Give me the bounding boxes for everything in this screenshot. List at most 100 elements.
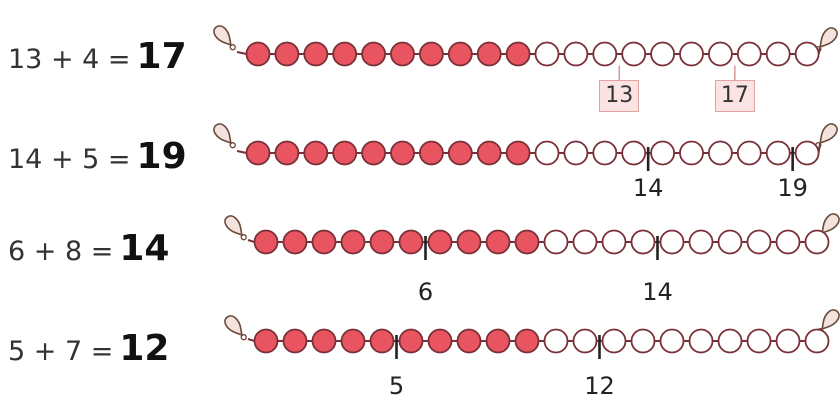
bead-filled bbox=[514, 328, 540, 354]
bead-empty bbox=[765, 41, 791, 67]
bead-empty bbox=[630, 229, 656, 255]
bead-filled bbox=[476, 140, 502, 166]
equation-answer: 14 bbox=[119, 228, 170, 269]
bead-empty bbox=[572, 328, 598, 354]
equation-expression: 14 + 5 = bbox=[8, 144, 131, 175]
bead-empty bbox=[688, 229, 714, 255]
bead-empty bbox=[775, 229, 801, 255]
exercise-row-2: 14 + 5 =19 14 19 bbox=[0, 100, 840, 202]
bead-empty bbox=[804, 229, 830, 255]
equation-answer: 12 bbox=[119, 328, 170, 369]
left-clasp-icon bbox=[213, 25, 236, 51]
equation: 13 + 4 =17 bbox=[8, 36, 187, 77]
bead-filled bbox=[514, 229, 540, 255]
string-left bbox=[247, 239, 255, 243]
bead-empty bbox=[804, 328, 830, 354]
bead-filled bbox=[390, 140, 415, 166]
bead-filled bbox=[476, 41, 502, 67]
bead-empty bbox=[746, 328, 772, 354]
bead-empty bbox=[650, 41, 675, 67]
bead-filled bbox=[447, 140, 473, 166]
bead-empty bbox=[765, 140, 791, 166]
bead-filled bbox=[505, 140, 531, 166]
left-clasp-icon bbox=[224, 215, 247, 241]
bead-filled bbox=[456, 328, 482, 354]
bead-filled bbox=[311, 328, 337, 354]
bead-filled bbox=[245, 41, 271, 67]
bead-filled bbox=[427, 229, 453, 255]
exercise-row-1: 13 + 4 =17 13 17 bbox=[0, 0, 840, 112]
equation-answer: 17 bbox=[136, 36, 187, 77]
bead-empty bbox=[543, 229, 569, 255]
bead-filled bbox=[311, 229, 337, 255]
equation-expression: 6 + 8 = bbox=[8, 236, 114, 267]
bead-filled bbox=[485, 229, 511, 255]
bead-empty bbox=[534, 140, 560, 166]
marker-label: 14 bbox=[632, 174, 664, 202]
bead-filled bbox=[303, 140, 329, 166]
bead-filled bbox=[398, 229, 424, 255]
bead-filled bbox=[253, 328, 279, 354]
bead-empty bbox=[601, 229, 627, 255]
bead-filled bbox=[398, 328, 424, 354]
bead-filled bbox=[447, 41, 473, 67]
bead-filled bbox=[361, 140, 387, 166]
bead-string bbox=[224, 213, 840, 260]
bead-filled bbox=[427, 328, 453, 354]
bead-filled bbox=[282, 328, 308, 354]
bead-empty bbox=[621, 140, 647, 166]
bead-empty bbox=[543, 328, 569, 354]
left-clasp-icon bbox=[213, 123, 236, 149]
bead-string bbox=[213, 25, 838, 80]
bead-empty bbox=[688, 328, 714, 354]
marker-label: 14 bbox=[642, 278, 673, 306]
marker-label: 13 bbox=[599, 80, 640, 112]
bead-empty bbox=[679, 41, 704, 67]
bead-filled bbox=[274, 41, 300, 67]
bead-empty bbox=[717, 328, 743, 354]
bead-empty bbox=[708, 140, 733, 166]
clasp-ring bbox=[240, 333, 247, 341]
marker-label: 6 bbox=[417, 278, 434, 306]
bead-filled bbox=[274, 140, 300, 166]
bead-empty bbox=[563, 41, 589, 67]
string-left bbox=[236, 51, 247, 55]
bead-filled bbox=[418, 140, 444, 166]
bead-filled bbox=[340, 229, 366, 255]
bead-empty bbox=[659, 328, 685, 354]
marker-label: 19 bbox=[777, 174, 808, 202]
bead-filled bbox=[369, 229, 395, 255]
equation-expression: 13 + 4 = bbox=[8, 44, 131, 75]
bead-empty bbox=[775, 328, 801, 354]
marker-label: 12 bbox=[584, 372, 615, 400]
bead-filled bbox=[303, 41, 329, 67]
string-left bbox=[236, 150, 247, 154]
bead-empty bbox=[650, 140, 675, 166]
bead-filled bbox=[390, 41, 415, 67]
bead-empty bbox=[601, 328, 627, 354]
left-clasp-icon bbox=[224, 315, 247, 341]
bead-empty bbox=[746, 229, 772, 255]
marker-label: 5 bbox=[388, 372, 405, 400]
bead-filled bbox=[361, 41, 387, 67]
bead-empty bbox=[736, 41, 762, 67]
bead-filled bbox=[340, 328, 366, 354]
equation: 6 + 8 =14 bbox=[8, 228, 169, 269]
bead-filled bbox=[332, 41, 358, 67]
bead-filled bbox=[253, 229, 279, 255]
bead-empty bbox=[572, 229, 598, 255]
bead-empty bbox=[708, 41, 733, 67]
exercise-row-3: 6 + 8 =14 6 14 bbox=[0, 200, 840, 306]
bead-empty bbox=[592, 140, 618, 166]
bead-empty bbox=[717, 229, 743, 255]
bead-empty bbox=[621, 41, 647, 67]
bead-empty bbox=[659, 229, 685, 255]
bead-filled bbox=[418, 41, 444, 67]
bead-empty bbox=[534, 41, 560, 67]
clasp-ring bbox=[229, 43, 236, 51]
bead-filled bbox=[282, 229, 308, 255]
equation-expression: 5 + 7 = bbox=[8, 336, 114, 367]
bead-empty bbox=[736, 140, 762, 166]
bead-filled bbox=[245, 140, 271, 166]
